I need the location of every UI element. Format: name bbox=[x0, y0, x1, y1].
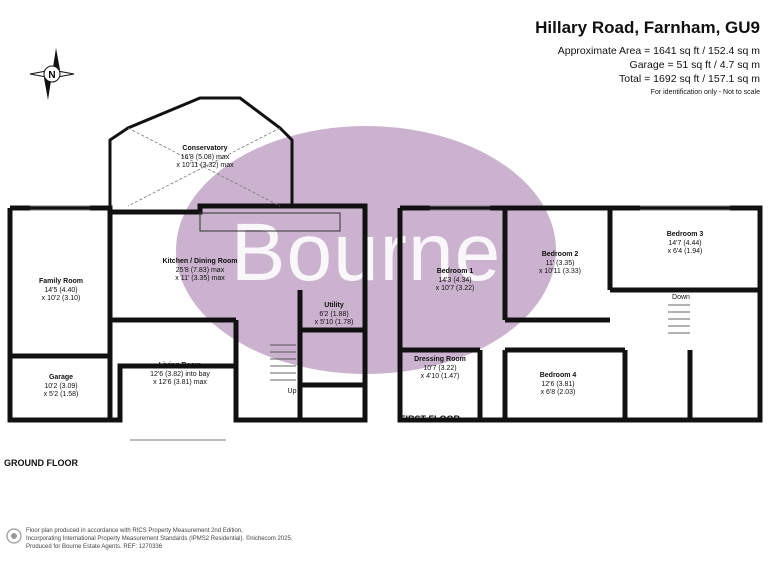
room-living-room: Living Room 12'6 (3.82) into bay x 12'6 … bbox=[150, 362, 210, 386]
area-line: Garage = 51 sq ft / 4.7 sq m bbox=[629, 59, 760, 71]
room-bedroom-4: Bedroom 4 12'6 (3.81) x 6'8 (2.03) bbox=[539, 372, 577, 396]
stair-label-down: Down bbox=[672, 294, 690, 301]
room-conservatory: Conservatory 16'8 (5.08) max x 10'11 (3.… bbox=[176, 145, 234, 169]
kitchen-counter bbox=[199, 212, 341, 232]
compass-letter: N bbox=[48, 70, 55, 81]
room-dressing-room: Dressing Room 10'7 (3.22) x 4'10 (1.47) bbox=[414, 356, 466, 380]
scale-note: For identification only - Not to scale bbox=[650, 89, 760, 96]
stair-label-up: Up bbox=[287, 388, 297, 395]
ground-floor-label: GROUND FLOOR bbox=[4, 458, 78, 468]
room-bedroom-2: Bedroom 2 11' (3.35) x 10'11 (3.33) bbox=[538, 251, 582, 275]
rics-logo-icon bbox=[6, 528, 22, 544]
page-title: Hillary Road, Farnham, GU9 bbox=[535, 18, 760, 37]
room-kitchen-dining: Kitchen / Dining Room 25'8 (7.83) max x … bbox=[162, 258, 238, 282]
room-garage: Garage 10'2 (3.09) x 5'2 (1.58) bbox=[43, 374, 79, 398]
room-family-room: Family Room 14'5 (4.40) x 10'2 (3.10) bbox=[39, 278, 83, 302]
area-summary: Approximate Area = 1641 sq ft / 152.4 sq… bbox=[558, 44, 760, 86]
first-floor-label: FIRST FLOOR bbox=[400, 414, 460, 424]
area-line: Total = 1692 sq ft / 157.1 sq m bbox=[619, 73, 760, 85]
compass-icon: N bbox=[29, 48, 75, 100]
conservatory-walls bbox=[108, 96, 294, 208]
room-bedroom-1: Bedroom 1 14'3 (4.34) x 10'7 (3.22) bbox=[435, 268, 475, 292]
footer-credits: Floor plan produced in accordance with R… bbox=[26, 528, 293, 550]
area-line: Approximate Area = 1641 sq ft / 152.4 sq… bbox=[557, 45, 760, 57]
room-bedroom-3: Bedroom 3 14'7 (4.44) x 6'4 (1.94) bbox=[666, 231, 704, 255]
room-utility: Utility 6'2 (1.88) x 5'10 (1.78) bbox=[314, 302, 354, 326]
